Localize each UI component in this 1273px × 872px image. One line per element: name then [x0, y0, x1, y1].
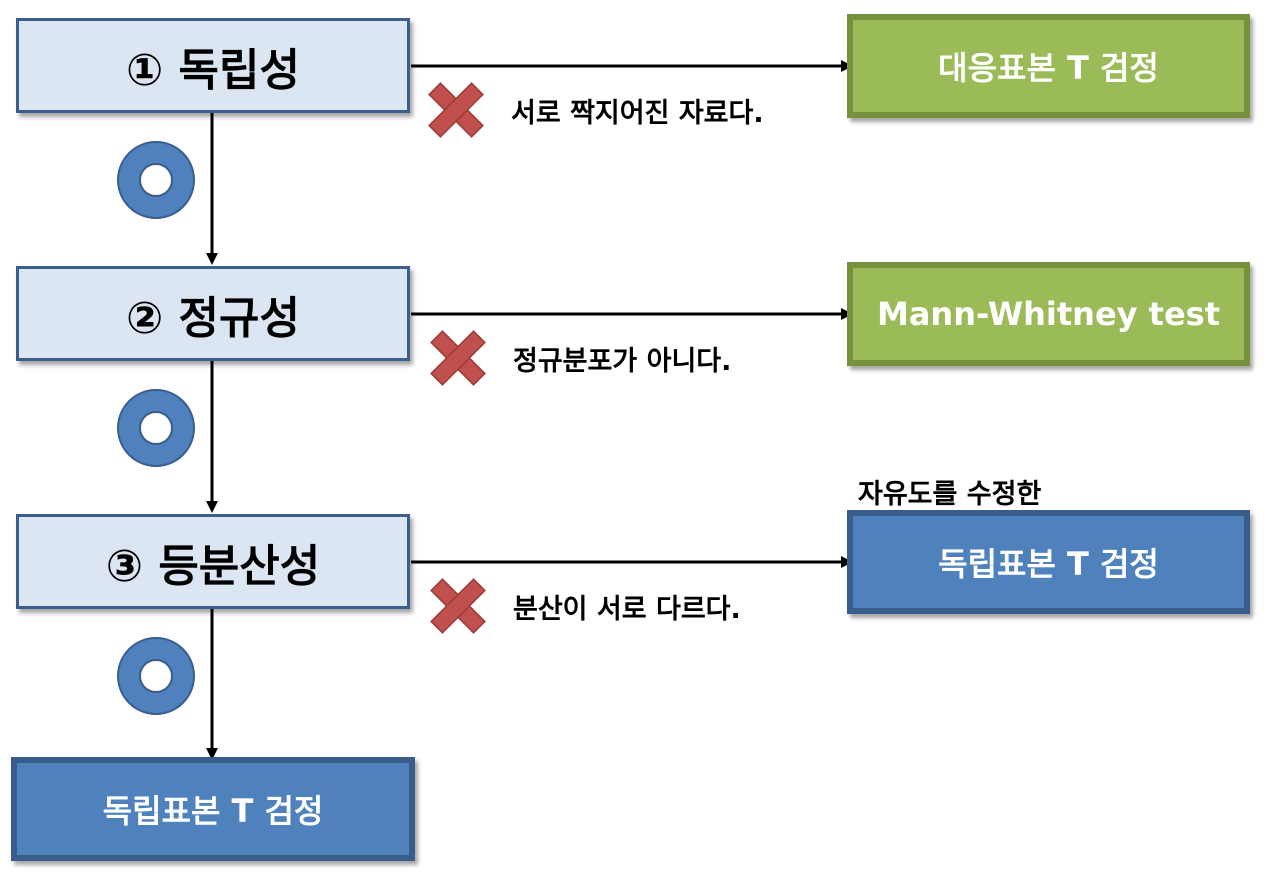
outcome-paired-t-test-label: 대응표본 T 검정 [938, 49, 1159, 87]
step-normality-label: ② 정규성 [125, 292, 300, 344]
outcome-welch-t-test-label: 독립표본 T 검정 [938, 545, 1159, 583]
reason-unequal-variance: 분산이 서로 다르다. [513, 594, 741, 625]
o-ring-icon [117, 637, 195, 715]
outcome-welch-t-test: 독립표본 T 검정 [847, 510, 1250, 614]
outcome-mann-whitney: Mann-Whitney test [847, 262, 1250, 366]
final-independent-t-test-label: 독립표본 T 검정 [102, 792, 324, 830]
outcome-mann-whitney-label: Mann-Whitney test [876, 295, 1220, 333]
step-normality: ② 정규성 [16, 266, 410, 361]
step-equal-variance: ③ 등분산성 [16, 514, 410, 609]
reason-not-normal: 정규분포가 아니다. [513, 346, 732, 377]
reason-paired: 서로 짝지어진 자료다. [511, 98, 764, 129]
step-independence: ① 독립성 [16, 18, 410, 113]
x-mark-icon [430, 578, 486, 634]
o-ring-icon [117, 389, 195, 467]
final-independent-t-test: 독립표본 T 검정 [11, 757, 415, 861]
x-mark-icon [430, 330, 486, 386]
step-equal-variance-label: ③ 등분산성 [105, 540, 321, 592]
outcome-welch-note: 자유도를 수정한 [858, 479, 1042, 510]
o-ring-icon [117, 141, 195, 219]
step-independence-label: ① 독립성 [125, 44, 300, 96]
outcome-paired-t-test: 대응표본 T 검정 [847, 14, 1250, 118]
x-mark-icon [428, 82, 484, 138]
